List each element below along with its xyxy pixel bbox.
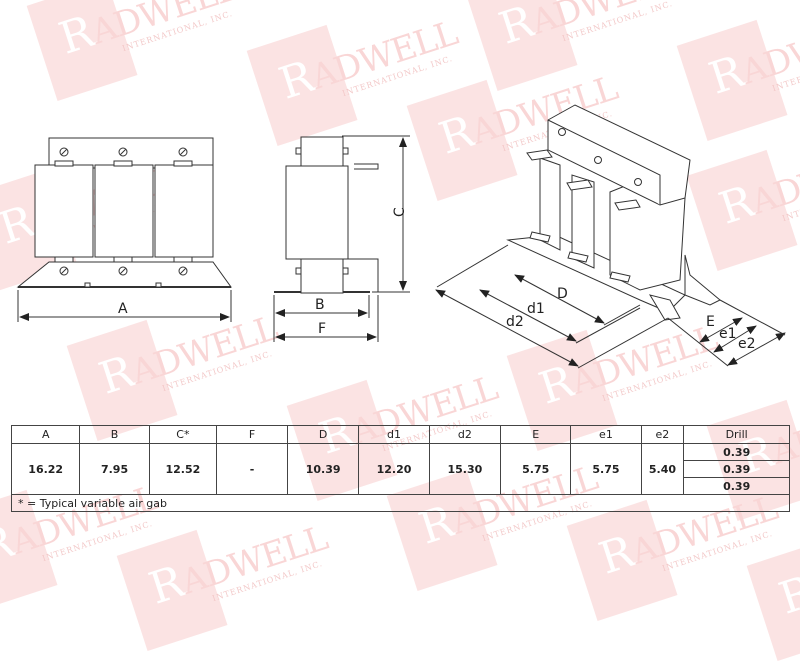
header-f: F	[216, 425, 288, 444]
value-e2: 5.40	[640, 443, 685, 495]
dim-label-d: D	[557, 286, 568, 302]
dim-label-e2: e2	[738, 336, 756, 352]
table-header-row: A B C* F D d1 d2 E e1 e2 Drill	[10, 425, 790, 444]
table-footnote-row: * = Typical variable air gab	[11, 494, 790, 512]
dim-label-e1: e1	[719, 326, 737, 342]
value-a: 16.22	[10, 443, 81, 495]
dim-label-d1: d1	[527, 301, 545, 317]
value-b: 7.95	[79, 443, 150, 495]
header-d: D	[286, 425, 360, 444]
header-c: C*	[148, 425, 218, 444]
header-a: A	[10, 425, 81, 444]
value-c: 12.52	[148, 443, 218, 495]
header-b: B	[79, 425, 150, 444]
dim-label-a: A	[118, 301, 128, 317]
value-e1: 5.75	[570, 443, 642, 495]
dim-label-b: B	[315, 297, 325, 313]
dim-label-d2: d2	[506, 314, 524, 330]
header-d1: d1	[358, 425, 430, 444]
header-e1: e1	[570, 425, 642, 444]
header-e: E	[500, 425, 572, 444]
dim-label-f: F	[318, 321, 326, 337]
side-view	[273, 135, 410, 342]
value-d2: 15.30	[428, 443, 502, 495]
header-d2: d2	[428, 425, 502, 444]
technical-drawing: A C B F	[16, 104, 786, 369]
value-e: 5.75	[500, 443, 572, 495]
value-d1: 12.20	[358, 443, 430, 495]
reactor-drawing-svg: A C B F	[16, 104, 786, 369]
value-f: -	[216, 443, 288, 495]
value-drill-1: 0.39	[683, 443, 790, 461]
front-view	[16, 137, 232, 322]
value-d: 10.39	[286, 443, 360, 495]
header-e2: e2	[640, 425, 685, 444]
dim-label-e: E	[706, 314, 715, 330]
footnote: * = Typical variable air gab	[11, 494, 790, 512]
dimensions-table: A B C* F D d1 d2 E e1 e2 Drill 16.22 7.9…	[10, 425, 790, 512]
value-drill-2: 0.39	[683, 460, 790, 478]
value-drill-3: 0.39	[683, 477, 790, 495]
dim-label-c: C	[392, 207, 408, 217]
table-row: 16.22 7.95 12.52 - 10.39 12.20 15.30 5.7…	[10, 443, 790, 495]
header-drill: Drill	[683, 425, 790, 444]
